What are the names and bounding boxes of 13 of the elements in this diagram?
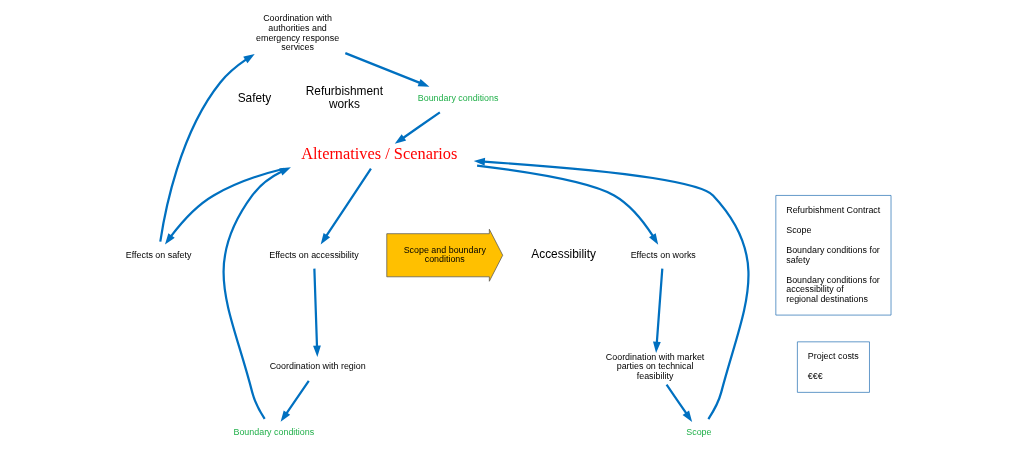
label: Refurbishment works xyxy=(305,83,384,112)
node-text: Boundary conditions xyxy=(417,93,499,104)
node-text: Scope xyxy=(686,426,712,437)
node-text: Alternatives / Scenarios xyxy=(301,144,458,164)
node-text: Boundary conditions xyxy=(233,426,315,437)
node-text: Effects on works xyxy=(630,249,696,260)
label: Safety xyxy=(237,90,272,105)
node-text: Effects on accessibility xyxy=(269,249,359,260)
node-text: Coordination with market parties on technical feasibility xyxy=(605,351,705,382)
node-text: Coordination with authorities and emergency response services xyxy=(256,13,340,53)
node-text: Effects on safety xyxy=(125,249,192,260)
node-text: Coordination with region xyxy=(269,361,366,372)
label: Accessibility xyxy=(531,247,596,262)
